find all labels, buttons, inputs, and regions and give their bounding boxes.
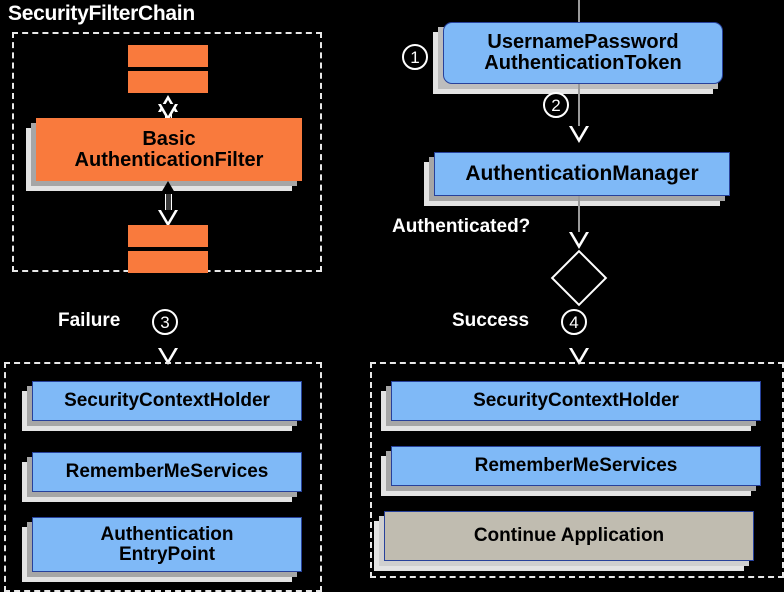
- node-face-failure-remember-me-services: RememberMeServices: [32, 452, 302, 492]
- node-label-line1: Authentication: [100, 523, 234, 545]
- node-face-success-continue-application: Continue Application: [384, 511, 754, 561]
- node-face-failure-authentication-entry-point: Authentication EntryPoint: [32, 517, 302, 572]
- connector-arrowhead-up-bottom: [158, 181, 178, 198]
- edge-manager-to-decision: [578, 196, 580, 240]
- node-basic-authentication-filter[interactable]: Basic AuthenticationFilter: [26, 118, 302, 191]
- connector-shaft-bottom: [165, 194, 172, 216]
- node-failure-security-context-holder[interactable]: SecurityContextHolder: [22, 381, 302, 431]
- edge-arrowhead-to-failure-group: [158, 348, 178, 365]
- node-face-basic-authentication-filter: Basic AuthenticationFilter: [36, 118, 302, 181]
- filter-strip-bottom-1: [128, 225, 208, 247]
- connector-arrowhead-down-bottom: [158, 210, 178, 227]
- node-label-line2: EntryPoint: [118, 543, 216, 565]
- node-label-line2: AuthenticationFilter: [74, 148, 264, 171]
- node-authentication-manager[interactable]: AuthenticationManager: [424, 152, 730, 206]
- step-circle-2: 2: [543, 92, 569, 118]
- node-label-line1: Basic: [142, 127, 196, 150]
- edge-arrowhead-manager-to-decision: [569, 232, 589, 249]
- filter-strip-bottom-2: [128, 251, 208, 273]
- node-success-continue-application[interactable]: Continue Application: [374, 511, 754, 571]
- node-face-success-remember-me-services: RememberMeServices: [391, 446, 761, 486]
- label-branch-success: Success: [452, 310, 530, 331]
- node-face-success-security-context-holder: SecurityContextHolder: [391, 381, 761, 421]
- connector-arrowhead-down-top: [158, 104, 178, 121]
- edge-incoming-to-token: [578, 0, 580, 24]
- panel-failure-group: [4, 362, 322, 592]
- panel-success-group: [370, 362, 784, 578]
- label-branch-failure: Failure: [58, 310, 121, 331]
- node-face-username-password-authentication-token: UsernamePassword AuthenticationToken: [443, 22, 723, 84]
- node-failure-remember-me-services[interactable]: RememberMeServices: [22, 452, 302, 502]
- node-face-authentication-manager: AuthenticationManager: [434, 152, 730, 196]
- decision-diamond-authenticated: [550, 249, 608, 307]
- node-label-line1: UsernamePassword: [487, 31, 679, 53]
- edge-token-to-manager: [578, 84, 580, 134]
- step-circle-3: 3: [152, 309, 178, 335]
- edge-arrowhead-to-success-group: [569, 348, 589, 365]
- step-circle-4: 4: [561, 309, 587, 335]
- node-face-failure-security-context-holder: SecurityContextHolder: [32, 381, 302, 421]
- node-failure-authentication-entry-point[interactable]: Authentication EntryPoint: [22, 517, 302, 582]
- label-authenticated-question: Authenticated?: [392, 216, 531, 237]
- filter-strip-top-1: [128, 45, 208, 67]
- filter-strip-top-2: [128, 71, 208, 93]
- node-success-remember-me-services[interactable]: RememberMeServices: [381, 446, 761, 496]
- node-username-password-authentication-token[interactable]: UsernamePassword AuthenticationToken: [433, 22, 723, 94]
- step-circle-1: 1: [402, 44, 428, 70]
- node-label-line2: AuthenticationToken: [484, 52, 682, 74]
- node-success-security-context-holder[interactable]: SecurityContextHolder: [381, 381, 761, 431]
- edge-arrowhead-token-to-manager: [569, 126, 589, 143]
- panel-title-security-filter-chain: SecurityFilterChain: [8, 2, 195, 25]
